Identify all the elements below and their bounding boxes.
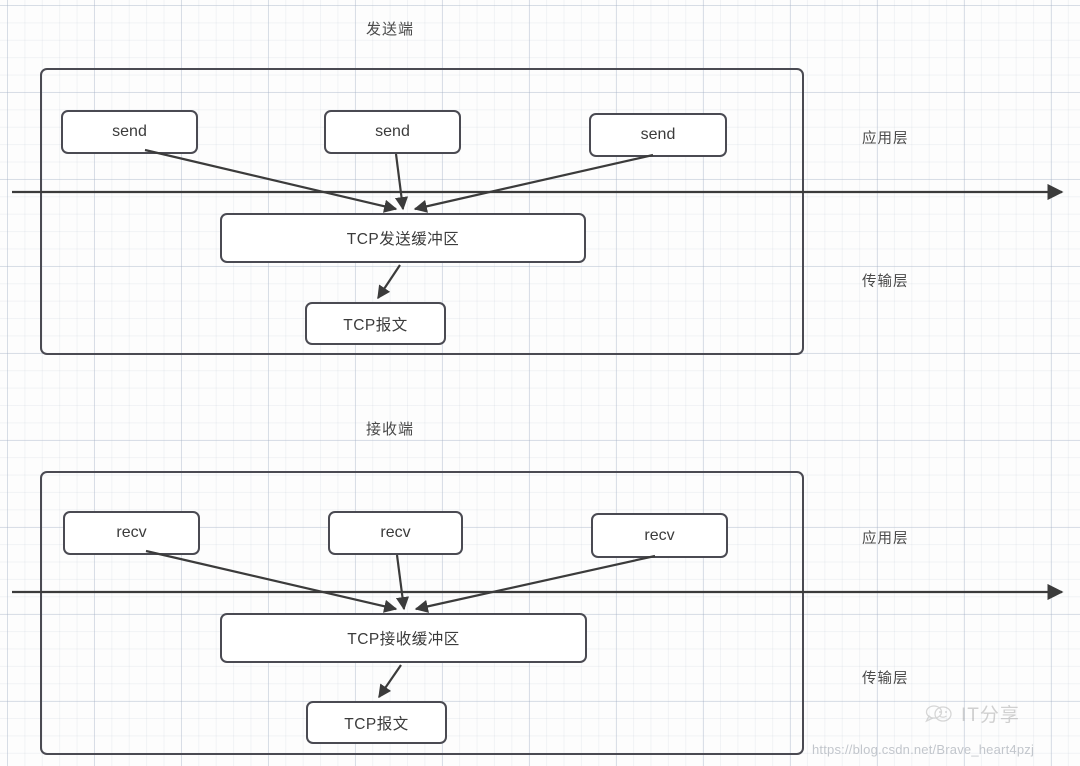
receiver-tcp-segment[interactable]: TCP报文 — [306, 701, 447, 744]
receiver-recv-call-2[interactable]: recv — [328, 511, 463, 555]
sender-title: 发送端 — [366, 21, 415, 38]
tcp-send-buffer[interactable]: TCP发送缓冲区 — [220, 213, 586, 263]
sender-send-call-3[interactable]: send — [589, 113, 727, 157]
receiver-application-layer-label: 应用层 — [862, 531, 909, 547]
receiver-recv-call-3[interactable]: recv — [591, 513, 728, 558]
sender-host-container — [40, 68, 804, 355]
sender-tcp-segment[interactable]: TCP报文 — [305, 302, 446, 345]
receiver-transport-layer-label: 传输层 — [862, 671, 909, 687]
sender-send-call-2[interactable]: send — [324, 110, 461, 154]
sender-application-layer-label: 应用层 — [862, 131, 909, 147]
watermark-url: https://blog.csdn.net/Brave_heart4pzj — [812, 742, 1035, 757]
watermark-brand: IT分享 — [961, 705, 1020, 726]
receiver-title: 接收端 — [366, 421, 415, 438]
sender-transport-layer-label: 传输层 — [862, 274, 909, 290]
tcp-recv-buffer[interactable]: TCP接收缓冲区 — [220, 613, 587, 663]
receiver-host-container — [40, 471, 804, 755]
sender-send-call-1[interactable]: send — [61, 110, 198, 154]
smiley-speech-bubble-icon — [925, 704, 952, 722]
watermark: IT分享 — [925, 700, 1020, 727]
receiver-recv-call-1[interactable]: recv — [63, 511, 200, 555]
